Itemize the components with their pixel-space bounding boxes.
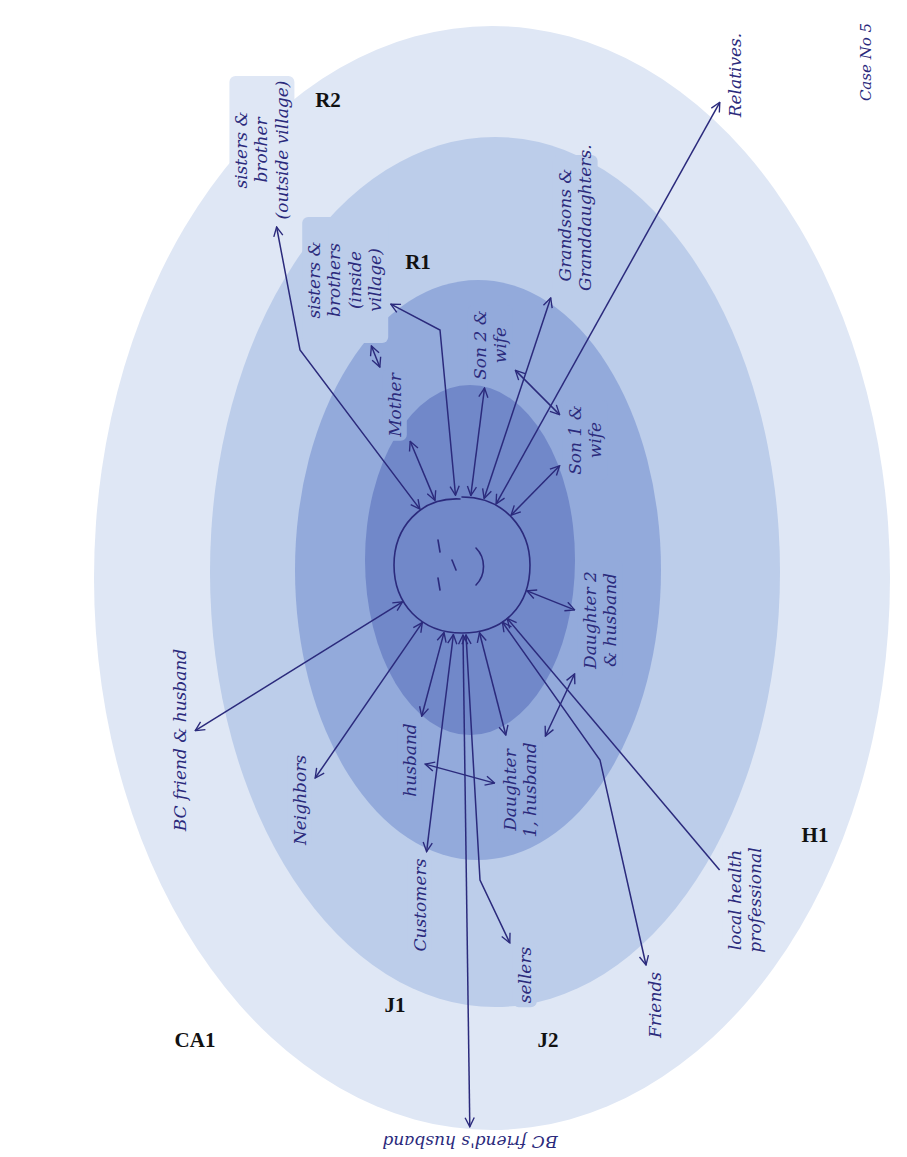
ecomap-member: sisters & brothers (inside village) bbox=[302, 217, 388, 343]
ecomap-member: local health professional bbox=[723, 837, 768, 963]
third-ring bbox=[295, 280, 661, 860]
member-name: sisters & brothers (inside village) bbox=[304, 221, 386, 339]
ecomap-member: husband bbox=[398, 719, 422, 800]
member-name: sellers bbox=[515, 947, 535, 1004]
tie-arrow bbox=[471, 388, 485, 496]
member-name: Customers bbox=[410, 859, 430, 952]
callout-code: J2 bbox=[538, 1028, 559, 1053]
ecomap-member: sisters & brother (outside village) bbox=[229, 76, 294, 224]
tie-arrow bbox=[496, 102, 720, 504]
member-name: Son 1 & wife bbox=[565, 404, 606, 476]
relation-arrow bbox=[371, 346, 379, 367]
ecomap-member: Son 2 & wife bbox=[468, 305, 513, 385]
member-name: Friends bbox=[645, 972, 665, 1038]
member-name: Daughter 2 & husband bbox=[580, 564, 621, 676]
member-name: sisters & brother (outside village) bbox=[231, 80, 292, 220]
ecomap-member: Neighbors bbox=[288, 751, 312, 849]
ecomap-member: Daughter 2 & husband bbox=[578, 560, 623, 680]
member-name: Grandsons & Granddaughters. bbox=[555, 159, 596, 291]
callout-code: R2 bbox=[315, 88, 341, 113]
ecomap-member: Son 1 & wife bbox=[563, 400, 608, 480]
callout-code: J1 bbox=[385, 993, 406, 1018]
case-note: Case No 5 bbox=[857, 23, 875, 101]
ego-face bbox=[394, 497, 530, 633]
tie-arrow bbox=[195, 602, 402, 731]
member-name: local health professional bbox=[725, 841, 766, 959]
tie-arrow bbox=[480, 633, 506, 735]
member-name: husband bbox=[400, 723, 420, 796]
tie-arrow bbox=[410, 441, 435, 500]
member-name: BC friend & husband bbox=[170, 649, 190, 831]
relation-arrow bbox=[545, 674, 574, 736]
member-name: Daughter 1, husband bbox=[500, 742, 541, 838]
tie-arrow bbox=[422, 633, 444, 717]
ecomap-member: BC friend & husband bbox=[168, 645, 192, 835]
ecomap-member: Grandsons & Granddaughters. bbox=[553, 155, 598, 295]
ecomap-member: Friends bbox=[643, 968, 667, 1042]
member-name: Son 2 & wife bbox=[470, 309, 511, 381]
member-name: Relatives. bbox=[725, 33, 745, 118]
member-name: Neighbors bbox=[290, 755, 310, 845]
ecomap-member: Relatives. bbox=[723, 29, 747, 122]
tie-arrow bbox=[463, 635, 470, 1127]
relation-arrow bbox=[515, 370, 559, 414]
ecomap-member: sellers bbox=[513, 943, 537, 1008]
outer-ring bbox=[94, 26, 890, 1130]
member-name: BC friend's husband bbox=[382, 1132, 557, 1152]
tie-arrow bbox=[527, 591, 575, 610]
callout-code: H1 bbox=[802, 823, 829, 848]
callout-code: CA1 bbox=[175, 1028, 216, 1053]
member-name: Mother bbox=[385, 373, 405, 437]
ecomap-member: BC friend's husband bbox=[378, 1130, 561, 1154]
tie-arrow bbox=[427, 635, 454, 852]
tie-arrow bbox=[511, 466, 559, 515]
ecomap-member: Customers bbox=[408, 855, 432, 956]
relation-arrow bbox=[425, 764, 494, 783]
ecomap-member: Daughter 1, husband bbox=[498, 738, 543, 842]
callout-code: R1 bbox=[405, 250, 431, 275]
ecomap-member: Mother bbox=[383, 369, 407, 441]
second-ring bbox=[210, 137, 780, 1007]
